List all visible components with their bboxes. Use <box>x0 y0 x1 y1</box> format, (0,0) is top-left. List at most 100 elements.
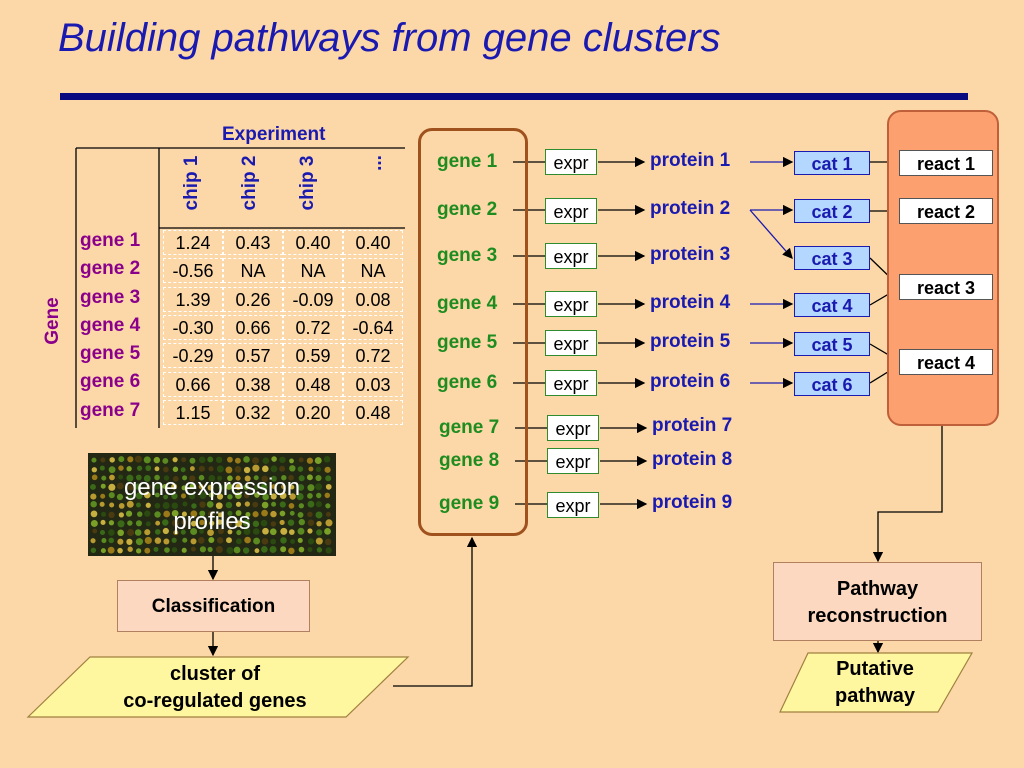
array-spot <box>171 492 178 500</box>
array-spot <box>323 456 331 463</box>
array-spot <box>207 546 213 552</box>
array-spot <box>188 492 196 500</box>
array-spot <box>315 537 323 545</box>
gene-expression-image <box>88 453 336 556</box>
table-cell: 1.39 <box>163 286 223 312</box>
gene-label: gene 4 <box>437 293 498 314</box>
array-spot <box>190 546 196 552</box>
chip-3-header: chip 3 <box>297 155 318 211</box>
array-spot <box>235 475 241 481</box>
array-spot <box>325 503 331 509</box>
array-spot <box>262 527 269 535</box>
array-spot <box>216 519 223 525</box>
array-spot <box>108 492 115 499</box>
expr-box: expr <box>545 291 597 317</box>
expr-box: expr <box>545 370 597 396</box>
table-cell: 0.40 <box>283 230 343 255</box>
array-spot <box>189 457 196 464</box>
react-box: react 1 <box>899 150 993 176</box>
array-spot <box>173 530 179 536</box>
expr-box: expr <box>545 198 597 224</box>
table-cell: 0.66 <box>163 371 223 397</box>
array-spot <box>262 493 269 501</box>
react-box: react 4 <box>899 349 993 375</box>
array-spot <box>189 483 195 489</box>
row-label: gene 4 <box>80 314 141 336</box>
array-spot <box>245 511 251 518</box>
array-spot <box>271 456 277 462</box>
array-spot <box>287 519 295 526</box>
array-spot <box>307 511 313 518</box>
array-spot <box>208 466 214 472</box>
array-spot <box>215 546 223 554</box>
array-spot <box>126 474 134 482</box>
gene-label: gene 8 <box>439 450 500 471</box>
array-spot <box>236 529 242 536</box>
array-spot <box>171 519 180 527</box>
gene-label: gene 6 <box>437 372 498 393</box>
array-spot <box>117 547 123 554</box>
array-spot <box>316 492 322 499</box>
array-spot <box>127 520 133 526</box>
table-cell: 0.03 <box>343 371 403 397</box>
array-spot <box>197 537 205 544</box>
array-spot <box>118 512 124 518</box>
array-spot <box>171 502 179 510</box>
table-cell: 0.57 <box>223 343 283 369</box>
array-spot <box>208 510 214 517</box>
array-spot <box>235 510 242 517</box>
array-spot <box>198 474 205 481</box>
array-spot <box>171 537 177 543</box>
chip-more-header: ... <box>365 155 386 171</box>
array-spot <box>261 501 269 509</box>
array-spot <box>307 519 315 526</box>
gene-label: gene 1 <box>437 151 498 172</box>
array-spot <box>307 493 313 499</box>
gene-label: gene 7 <box>439 417 500 438</box>
array-spot <box>216 465 224 473</box>
array-spot <box>207 529 214 536</box>
array-spot <box>118 465 124 471</box>
array-spot <box>298 546 305 553</box>
array-spot <box>315 474 322 482</box>
experiment-label: Experiment <box>222 124 326 145</box>
array-spot <box>227 494 233 500</box>
gene-label: gene 2 <box>437 199 498 220</box>
array-spot <box>145 465 152 472</box>
array-spot <box>306 474 313 481</box>
cluster-line2: co-regulated genes <box>123 690 307 712</box>
array-spot <box>215 456 223 464</box>
array-spot <box>199 510 206 517</box>
putative-label: Putative pathway <box>800 656 950 710</box>
array-spot <box>270 465 278 473</box>
array-spot <box>279 510 286 517</box>
array-spot <box>225 483 233 490</box>
array-spot <box>270 510 277 518</box>
row-label: gene 1 <box>80 230 141 251</box>
array-spot <box>182 501 188 507</box>
array-spot <box>325 475 332 482</box>
array-spot <box>298 503 304 509</box>
array-spot <box>261 509 268 517</box>
array-spot <box>101 511 107 517</box>
array-spot <box>99 465 105 471</box>
array-spot <box>126 500 134 508</box>
expr-box: expr <box>547 448 599 474</box>
pathway-line2: reconstruction <box>807 605 948 627</box>
array-spot <box>199 529 204 534</box>
array-spot <box>262 457 270 465</box>
array-spot <box>182 475 188 481</box>
array-spot <box>218 512 223 518</box>
array-spot <box>172 466 179 472</box>
array-spot <box>143 491 151 499</box>
array-spot <box>225 466 233 474</box>
array-spot <box>262 465 269 473</box>
array-spot <box>116 493 124 501</box>
array-spot <box>215 502 223 510</box>
array-spot <box>144 547 151 554</box>
array-spot <box>289 493 296 500</box>
title-rule <box>60 93 968 100</box>
protein-label: protein 1 <box>650 150 731 171</box>
cluster-label: cluster of co-regulated genes <box>70 661 360 715</box>
